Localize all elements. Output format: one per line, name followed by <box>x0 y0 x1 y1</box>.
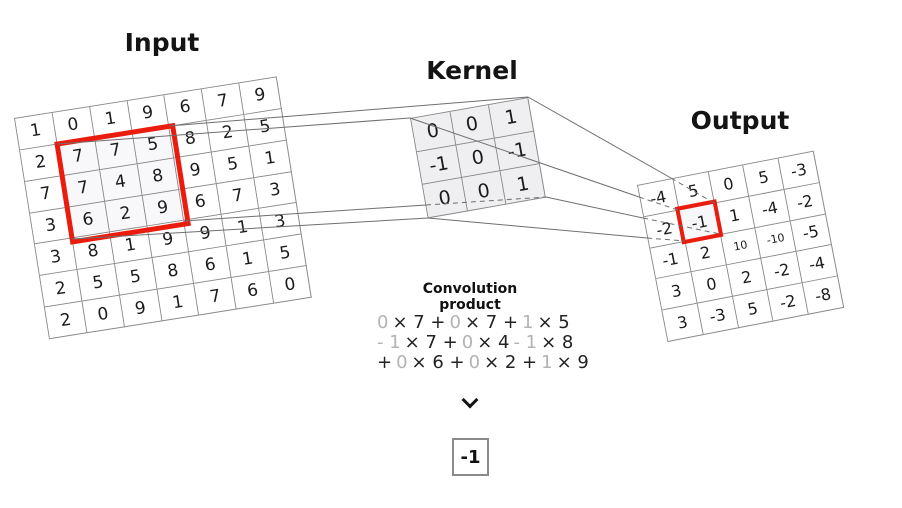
output-highlight-box <box>674 199 724 245</box>
eq-token: × 7 + <box>392 312 446 333</box>
eq-token: × 6 + <box>411 352 465 373</box>
eq-token: × 2 + <box>484 352 538 373</box>
grid-cell: 0 <box>269 266 312 304</box>
grid-cell: 0 <box>82 295 125 334</box>
convolution-product: Convolution product 0× 7 +0× 7 +1× 5 - 1… <box>375 281 589 373</box>
result-box: -1 <box>452 438 489 476</box>
grid-cell: 0 <box>422 178 468 219</box>
eq-token: × 5 <box>537 312 570 333</box>
grid-cell: 2 <box>45 301 88 340</box>
convolution-product-title: Convolution product <box>375 281 565 313</box>
eq-token: - 1 <box>513 332 538 353</box>
projection-line <box>545 196 644 219</box>
equation-line-2: - 1× 7 +0× 4- 1× 8 <box>375 332 573 353</box>
projection-line <box>427 217 648 239</box>
grid-cell: -2 <box>767 283 810 322</box>
output-title: Output <box>690 106 790 135</box>
projection-line <box>527 96 672 179</box>
grid-cell: -3 <box>697 296 739 336</box>
convolution-title-line2: product <box>439 297 501 313</box>
eq-token: × 7 + <box>464 312 519 333</box>
grid-cell: 3 <box>662 303 704 342</box>
input-title: Input <box>124 28 200 57</box>
grid-cell: 6 <box>231 272 275 310</box>
equation-line-1: 0× 7 +0× 7 +1× 5 <box>375 312 570 333</box>
grid-cell: 0 <box>461 171 507 212</box>
eq-token: 1 <box>522 312 534 333</box>
equation-line-3: +0× 6 +0× 2 +1× 9 <box>375 352 589 373</box>
grid-cell: 5 <box>732 290 774 329</box>
chevron-down-icon <box>461 391 479 409</box>
eq-token: 0 <box>461 332 474 353</box>
eq-token: 1 <box>541 352 553 373</box>
input-highlight-box <box>54 122 192 245</box>
eq-token: + <box>377 352 393 373</box>
grid-cell: 1 <box>500 164 546 205</box>
eq-token: × 4 <box>477 332 510 353</box>
eq-token: × 8 <box>541 332 574 353</box>
grid-cell: 7 <box>194 278 237 316</box>
eq-token: 0 <box>468 352 481 373</box>
eq-token: 0 <box>449 312 461 333</box>
kernel-title: Kernel <box>426 56 518 85</box>
eq-token: 0 <box>396 352 408 373</box>
convolution-title-line1: Convolution <box>422 281 518 297</box>
eq-token: × 7 + <box>404 332 458 353</box>
grid-cell: 9 <box>119 289 163 328</box>
eq-token: - 1 <box>377 332 401 353</box>
eq-token: 0 <box>377 312 389 333</box>
eq-token: × 9 <box>556 352 589 373</box>
grid-cell: 1 <box>157 283 200 322</box>
result-value: -1 <box>460 446 481 468</box>
grid-cell: -8 <box>802 276 845 315</box>
